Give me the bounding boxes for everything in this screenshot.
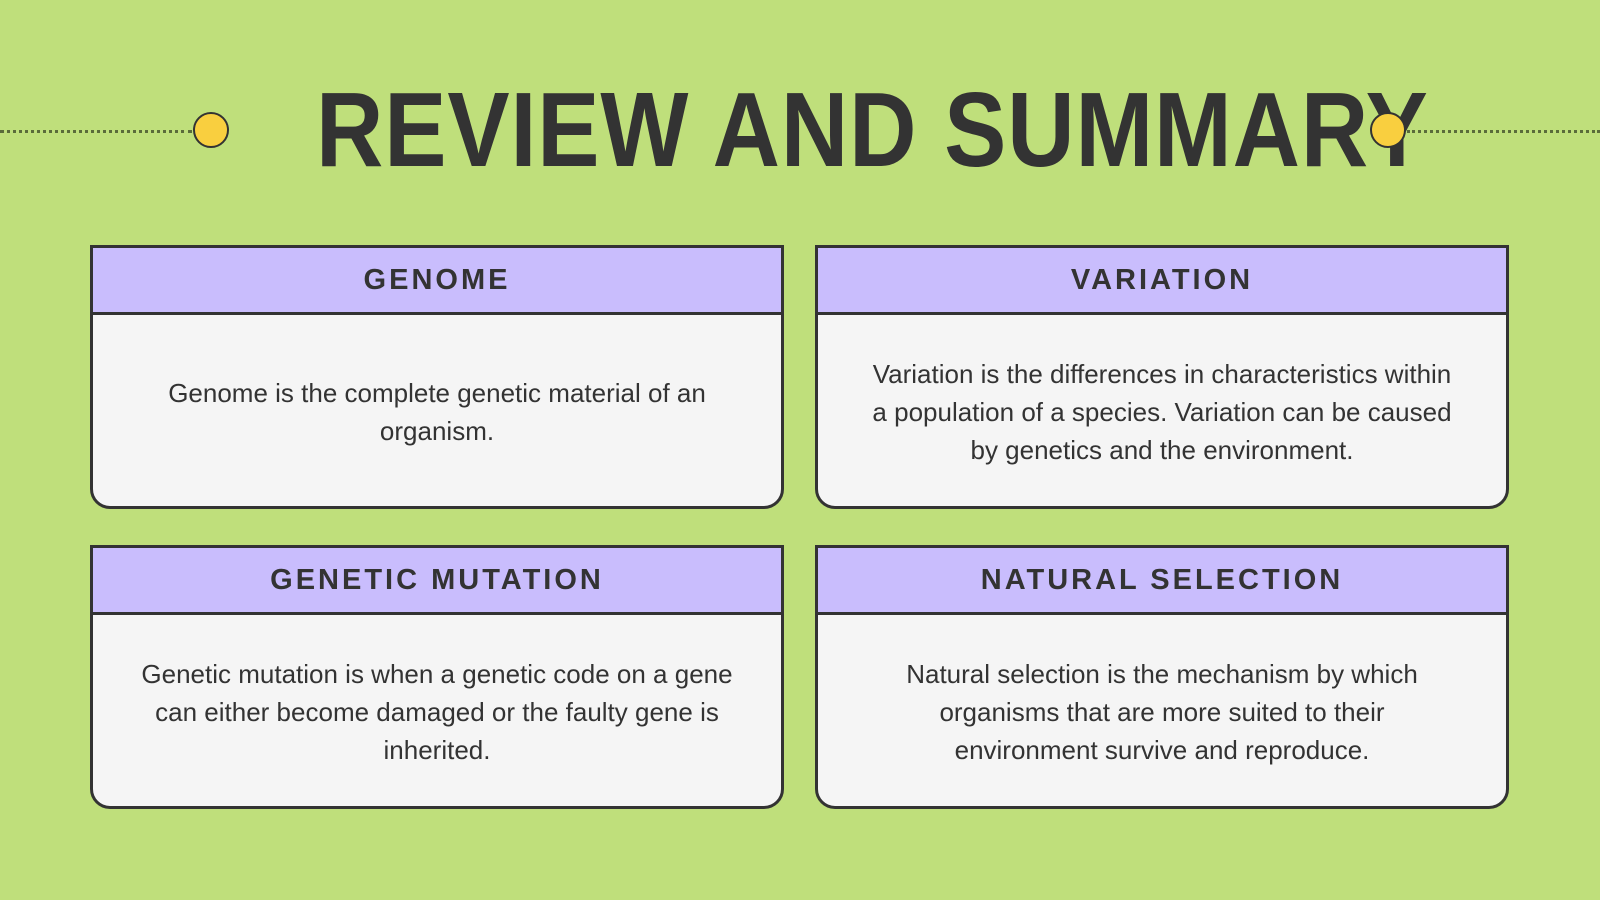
card-genome: GENOME Genome is the complete genetic ma… [90,245,784,509]
card-header: GENETIC MUTATION [93,548,781,615]
title-row: REVIEW AND SUMMARY [0,0,1600,260]
card-title: VARIATION [1070,263,1254,296]
card-title: NATURAL SELECTION [980,563,1344,596]
card-title: GENETIC MUTATION [270,563,604,596]
page-title: REVIEW AND SUMMARY [316,71,1429,189]
card-text: Natural selection is the mechanism by wh… [906,659,1418,765]
card-natural-selection: NATURAL SELECTION Natural selection is t… [815,545,1509,809]
card-body: Natural selection is the mechanism by wh… [818,615,1506,806]
card-title: GENOME [363,263,511,296]
dotted-line-right [1407,130,1600,133]
card-body: Genetic mutation is when a genetic code … [93,615,781,806]
card-body: Variation is the differences in characte… [818,315,1506,506]
yellow-dot-right [1370,112,1406,148]
card-text: Genome is the complete genetic material … [168,378,706,446]
dotted-line-left [0,130,192,133]
card-genetic-mutation: GENETIC MUTATION Genetic mutation is whe… [90,545,784,809]
card-text: Variation is the differences in characte… [872,359,1452,465]
card-variation: VARIATION Variation is the differences i… [815,245,1509,509]
card-body: Genome is the complete genetic material … [93,315,781,506]
card-text: Genetic mutation is when a genetic code … [141,659,733,765]
card-header: VARIATION [818,248,1506,315]
card-header: NATURAL SELECTION [818,548,1506,615]
yellow-dot-left [193,112,229,148]
card-header: GENOME [93,248,781,315]
